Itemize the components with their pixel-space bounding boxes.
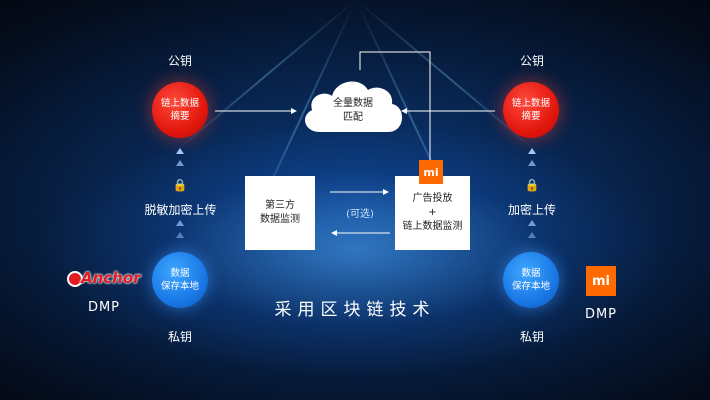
up-arrow-icon — [528, 148, 536, 154]
cloud-line1: 全量数据 — [333, 98, 373, 109]
anchor-logo-text: Anchor — [81, 269, 141, 287]
right-hash-circle: 链上数据摘要 — [503, 82, 559, 138]
right-private-key-label: 私钥 — [519, 330, 544, 344]
left-up-arrows — [174, 148, 186, 166]
cloud-line2: 匹配 — [343, 112, 363, 123]
anchor-emblem-icon — [67, 271, 83, 287]
third-party-line1: 第三方 — [265, 200, 295, 211]
page-title: 采用区块链技术 — [274, 300, 436, 320]
center-mi-logo: mi — [419, 160, 443, 184]
right-hash-line2: 摘要 — [521, 111, 541, 122]
third-party-box: 第三方数据监测 — [245, 176, 315, 250]
right-public-key-label: 公钥 — [519, 54, 544, 68]
third-party-line2: 数据监测 — [260, 214, 300, 225]
up-arrow-icon — [528, 232, 536, 238]
right-upload-label: 加密上传 — [507, 203, 556, 217]
up-arrow-icon — [176, 220, 184, 226]
cloud-shape — [305, 81, 403, 132]
left-local-line2: 保存本地 — [160, 281, 199, 292]
ad-line1: 广告投放 — [412, 193, 453, 204]
left-private-key-label: 私钥 — [167, 330, 192, 344]
right-dmp-label: DMP — [584, 307, 618, 322]
right-lock-icon: 🔒 — [524, 178, 540, 192]
up-arrow-icon — [176, 160, 184, 166]
right-local-line2: 保存本地 — [511, 281, 550, 292]
ad-line3: 链上数据监测 — [402, 221, 463, 232]
cloud-text: 全量数据 匹配 — [318, 97, 388, 125]
up-arrow-icon — [176, 232, 184, 238]
ad-line2: + — [428, 207, 437, 218]
left-lock-icon: 🔒 — [172, 178, 188, 192]
right-hash-line1: 链上数据 — [511, 98, 550, 109]
right-local-line1: 数据 — [521, 268, 541, 279]
ad-box: 广告投放 + 链上数据监测 — [395, 176, 470, 250]
left-local-circle: 数据保存本地 — [152, 252, 208, 308]
up-arrow-icon — [528, 160, 536, 166]
right-local-circle: 数据保存本地 — [503, 252, 559, 308]
left-upload-label: 脱敏加密上传 — [144, 203, 217, 217]
left-hash-line2: 摘要 — [170, 111, 190, 122]
left-dmp-label: DMP — [87, 300, 121, 315]
left-up-arrows-lower — [174, 220, 186, 238]
left-hash-line1: 链上数据 — [160, 98, 199, 109]
left-local-line1: 数据 — [170, 268, 190, 279]
left-hash-circle: 链上数据摘要 — [152, 82, 208, 138]
right-up-arrows-lower — [526, 220, 538, 238]
up-arrow-icon — [176, 148, 184, 154]
left-public-key-label: 公钥 — [167, 54, 192, 68]
right-mi-logo: mi — [586, 266, 616, 296]
arrow-cloud-to-ad — [359, 51, 433, 171]
right-up-arrows — [526, 148, 538, 166]
anchor-logo: Anchor — [67, 269, 141, 291]
optional-label: (可选) — [346, 209, 374, 220]
up-arrow-icon — [528, 220, 536, 226]
